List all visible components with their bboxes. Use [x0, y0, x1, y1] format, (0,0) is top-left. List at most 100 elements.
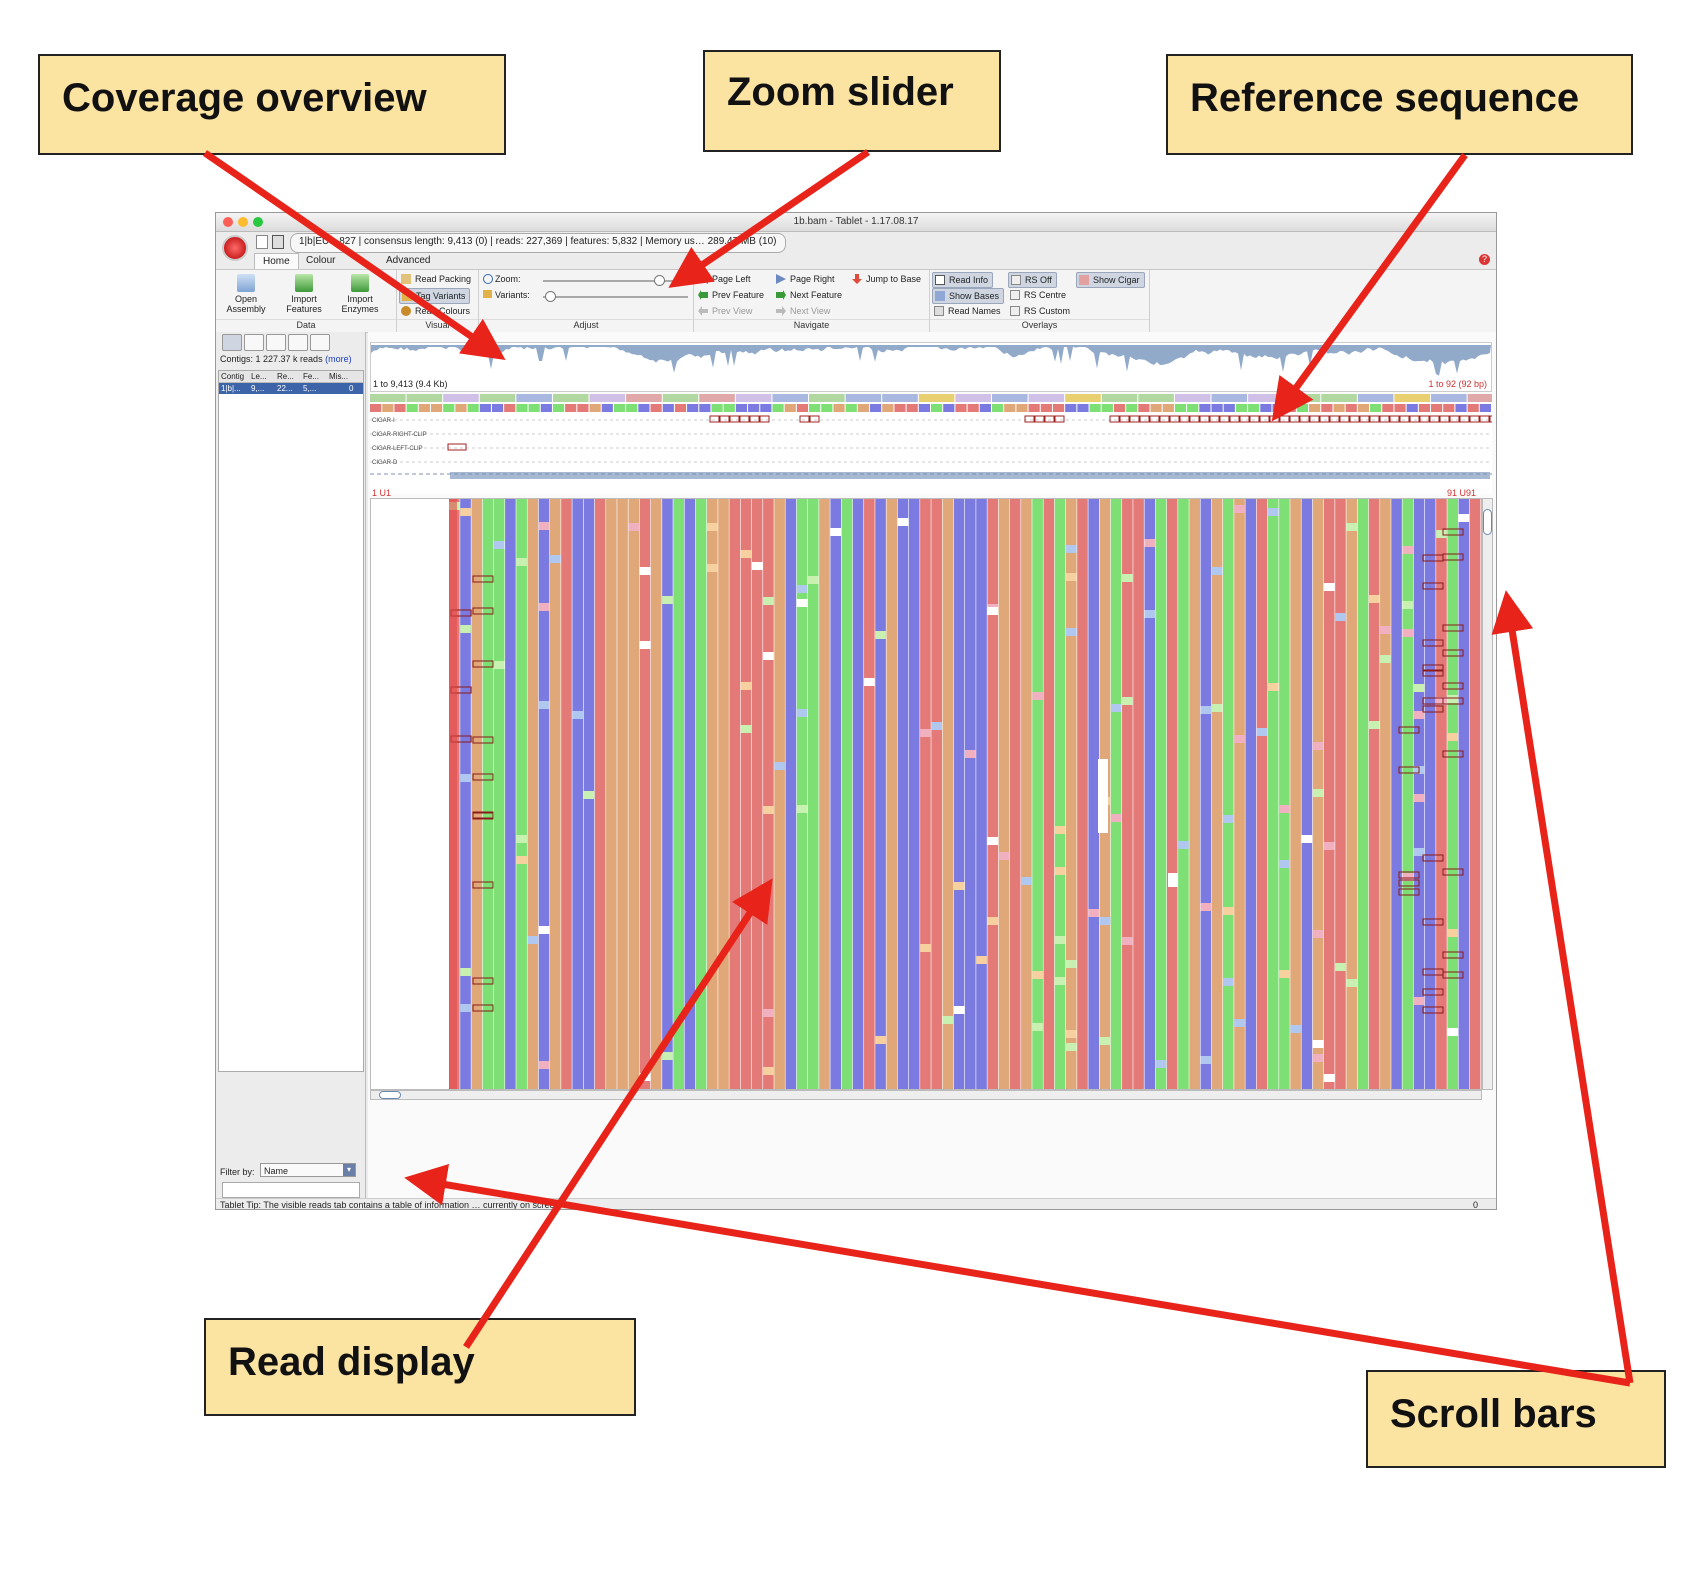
colour-tab-icon[interactable] [288, 334, 308, 351]
variant-base [662, 1052, 673, 1060]
rs-off-label: RS Off [1025, 275, 1052, 285]
app-menu-icon[interactable] [222, 235, 248, 261]
variant-base [953, 1006, 965, 1014]
reference-base-cell [955, 404, 967, 412]
contigs-summary: Contigs: 1 227.37 k reads (more) [220, 354, 352, 364]
read-base-column [718, 499, 729, 1089]
variant-base [998, 852, 1010, 860]
rs-centre-button[interactable]: RS Centre [1008, 288, 1070, 302]
read-packing-button[interactable]: Read Packing [399, 272, 475, 286]
jump-to-base-button[interactable]: Jump to Base [850, 272, 925, 286]
read-base-column [1133, 499, 1144, 1089]
read-base-column [1380, 499, 1391, 1089]
rs-off-button[interactable]: RS Off [1008, 272, 1057, 288]
variants-slider-knob[interactable] [545, 291, 557, 302]
open-assembly-button[interactable]: Open Assembly [220, 274, 272, 314]
save-icon[interactable] [272, 235, 284, 249]
view-end-position: 91 U91 [1446, 488, 1476, 498]
variant-base [1413, 684, 1425, 692]
column-header-features[interactable]: Fe... [303, 372, 320, 381]
variant-base [1402, 601, 1414, 609]
variant-base [1279, 805, 1290, 813]
read-base-column [897, 499, 909, 1089]
variant-base [1099, 1037, 1111, 1045]
tag-variants-icon [402, 291, 412, 301]
read-base-column [1088, 499, 1100, 1089]
protein-translation-cell [772, 394, 809, 402]
help-icon[interactable]: ? [1479, 254, 1490, 265]
show-cigar-button[interactable]: Show Cigar [1076, 272, 1145, 288]
read-names-button[interactable]: Read Names [932, 304, 1005, 318]
variant-base [987, 917, 999, 925]
filter-by-select[interactable]: Name ▾ [260, 1163, 356, 1177]
reference-base-cell [833, 404, 845, 412]
reference-base-cell [1382, 404, 1394, 412]
tab-colour-schemes[interactable]: Colour Schemes [306, 255, 348, 282]
filter-tab-icon[interactable] [244, 334, 264, 351]
cigar-insertion-marker [1044, 415, 1055, 423]
read-base-column [628, 499, 640, 1089]
show-bases-button[interactable]: Show Bases [932, 288, 1005, 304]
reference-base-cell [711, 404, 723, 412]
more-link[interactable]: (more) [325, 354, 352, 364]
variant-base [740, 682, 752, 690]
cigar-insertion-marker [1369, 415, 1380, 423]
cigar-insertion-marker [1229, 415, 1240, 423]
import-enzymes-button[interactable]: Import Enzymes [334, 274, 386, 314]
variant-base [538, 1061, 550, 1069]
reference-base-cell [1223, 404, 1235, 412]
variant-base [572, 711, 584, 719]
read-colours-button[interactable]: Read Colours [399, 304, 474, 318]
page-right-button[interactable]: Page Right [774, 272, 839, 286]
column-header-contig[interactable]: Contig [221, 372, 245, 381]
vertical-scrollbar[interactable] [1482, 498, 1493, 1090]
vertical-scroll-thumb[interactable] [1483, 509, 1492, 535]
prev-feature-button[interactable]: Prev Feature [696, 288, 768, 302]
zoom-slider-track[interactable] [543, 280, 688, 282]
read-base-column [1323, 499, 1335, 1089]
cigar-insertion-marker [1149, 415, 1160, 423]
page-left-button[interactable]: Page Left [696, 272, 755, 286]
insertion-marker [1398, 766, 1420, 774]
protein-translation-cell [1357, 394, 1394, 402]
column-header-mismatches[interactable]: Mis... [329, 372, 349, 381]
filter-input[interactable] [222, 1182, 360, 1198]
cigar-insertion-marker [1379, 415, 1390, 423]
features-tab-icon[interactable] [266, 334, 286, 351]
reference-base-cell [479, 404, 491, 412]
next-view-button[interactable]: Next View [774, 304, 834, 318]
variant-base [1200, 706, 1212, 714]
horizontal-scroll-thumb[interactable] [379, 1091, 401, 1099]
insertion-marker [472, 811, 494, 819]
tab-advanced[interactable]: Advanced [386, 255, 431, 266]
read-info-button[interactable]: Read Info [932, 272, 994, 288]
tag-variants-button[interactable]: Tag Variants [399, 288, 471, 304]
read-base-column [807, 499, 819, 1089]
reference-sequence: CIGAR-I CIGAR-RIGHT-CLIP CIGAR-LEFT-CLIP… [370, 394, 1492, 494]
variant-base [1323, 583, 1335, 591]
read-display[interactable] [370, 498, 1482, 1090]
coverage-overview[interactable]: 1 to 9,413 (9.4 Kb) 1 to 92 (92 bp) [370, 342, 1492, 392]
import-features-button[interactable]: Import Features [278, 274, 330, 314]
rs-custom-button[interactable]: RS Custom [1008, 304, 1074, 318]
table-row[interactable]: 1|b|... 9,... 22... 5,... 0 [219, 383, 363, 394]
horizontal-scrollbar[interactable] [370, 1090, 1482, 1100]
column-header-reads[interactable]: Re... [277, 372, 294, 381]
column-header-length[interactable]: Le... [251, 372, 267, 381]
read-base-column [673, 499, 684, 1089]
prev-view-button[interactable]: Prev View [696, 304, 756, 318]
info-icon[interactable] [256, 235, 268, 249]
contigs-tab-icon[interactable] [222, 334, 242, 351]
zoom-slider-knob[interactable] [654, 275, 665, 286]
variant-base [897, 518, 909, 526]
reference-base-cell [504, 404, 516, 412]
search-icon[interactable] [310, 334, 330, 351]
tab-home[interactable]: Home [254, 253, 299, 270]
reference-base-cell [1370, 404, 1382, 412]
read-base-column [931, 499, 942, 1089]
variant-base [460, 508, 471, 516]
next-feature-button[interactable]: Next Feature [774, 288, 846, 302]
variant-base [1211, 704, 1223, 712]
variants-slider-track[interactable] [543, 296, 688, 298]
insertion-marker [472, 660, 494, 668]
